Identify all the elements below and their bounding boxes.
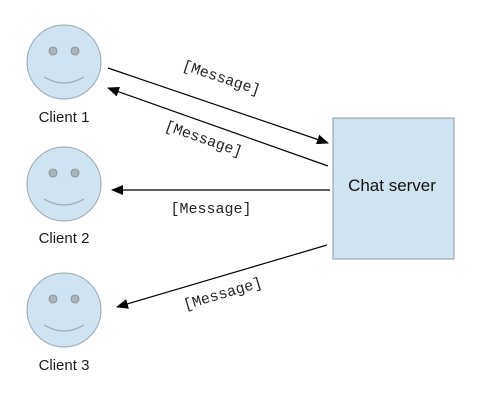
smiley-face-icon: [26, 146, 102, 222]
message-label-server-to-client1: [Message]: [162, 118, 244, 161]
client-1: Client 1: [26, 24, 102, 126]
message-label-server-to-client2: [Message]: [170, 201, 251, 218]
arrow-client1-to-server: [107, 67, 329, 145]
client-3-label: Client 3: [39, 357, 90, 374]
chat-server-label: Chat server: [348, 176, 436, 195]
smiley-face-icon: [26, 24, 102, 100]
arrow-server-to-client3: [116, 244, 328, 309]
client-2: Client 2: [26, 146, 102, 247]
chat-server-box: [332, 117, 455, 260]
arrow-server-to-client1: [107, 86, 329, 167]
client-2-label: Client 2: [39, 230, 90, 247]
chat-server: Chat server: [332, 117, 455, 260]
message-label-client1-to-server: [Message]: [180, 58, 262, 100]
client-1-label: Client 1: [39, 109, 90, 126]
smiley-face-icon: [26, 272, 102, 348]
message-label-server-to-client3: [Message]: [182, 275, 265, 314]
client-3: Client 3: [26, 272, 102, 374]
